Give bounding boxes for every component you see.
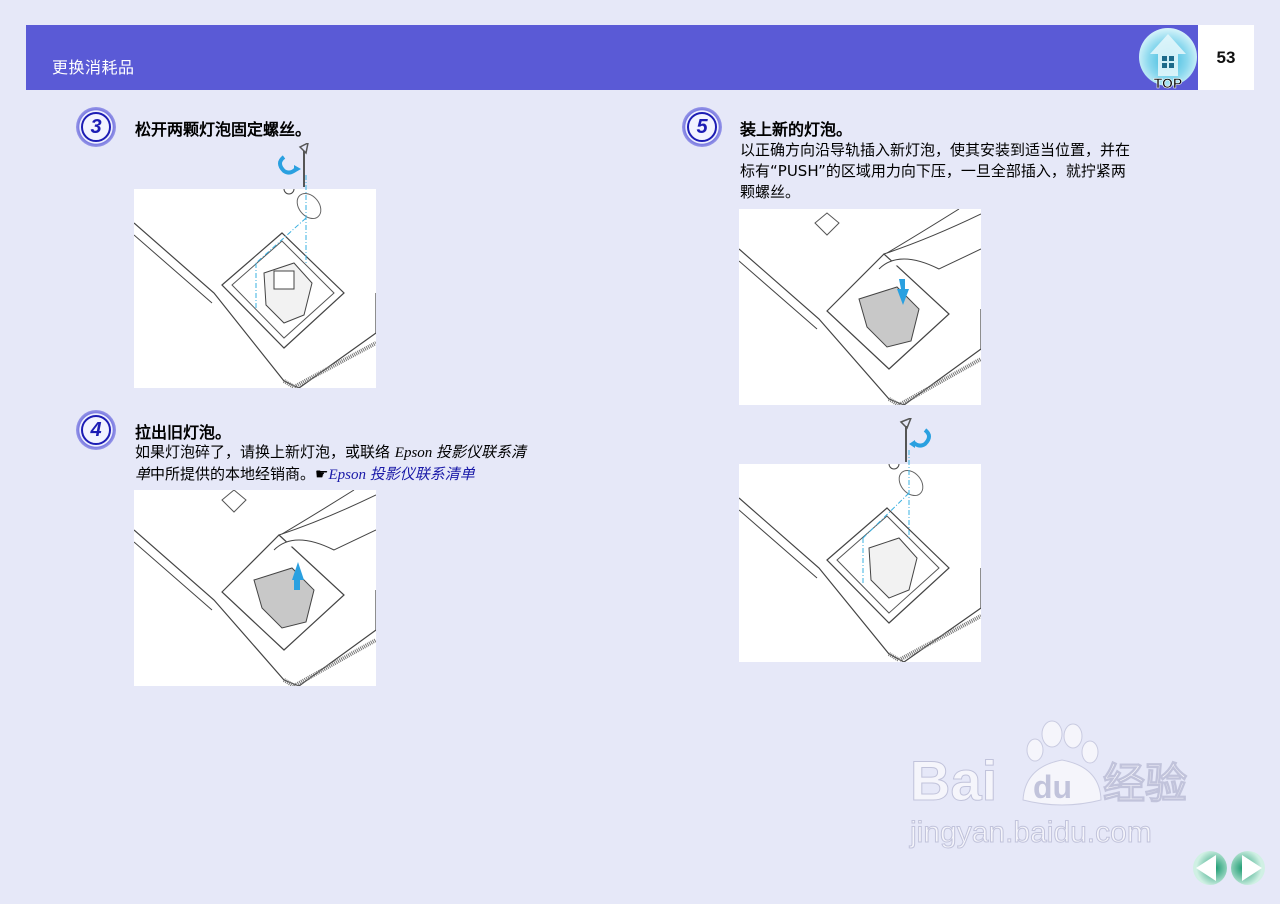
header-bar: 更换消耗品 xyxy=(26,25,1198,90)
illustration-pull-lamp xyxy=(134,490,376,686)
prev-page-button[interactable] xyxy=(1192,850,1228,886)
svg-text:Bai: Bai xyxy=(910,749,997,812)
page-number-text: 53 xyxy=(1216,47,1236,67)
page-number: 53 xyxy=(1198,25,1254,90)
step-4-number: 4 xyxy=(81,415,111,445)
pointing-hand-icon: ☛ xyxy=(315,465,329,483)
illustration-tighten-screws xyxy=(739,418,981,662)
step-5-line-3: 颗螺丝。 xyxy=(740,183,801,201)
next-arrow-icon xyxy=(1231,851,1265,885)
step-5-number: 5 xyxy=(687,112,717,142)
illustration-loosen-screws xyxy=(134,143,376,388)
step-4-italic-ref-end: 单 xyxy=(135,467,151,483)
next-page-button[interactable] xyxy=(1230,850,1266,886)
step-3-title: 松开两颗灯泡固定螺丝。 xyxy=(135,120,312,139)
step-4-title: 拉出旧灯泡。 xyxy=(135,423,232,442)
step-5-badge: 5 xyxy=(682,107,722,147)
step-4-badge: 4 xyxy=(76,410,116,450)
step-5-title: 装上新的灯泡。 xyxy=(740,120,853,139)
section-title: 更换消耗品 xyxy=(52,58,135,77)
epson-contact-list-link[interactable]: Epson 投影仪联系清单 xyxy=(328,467,475,483)
step-4-italic-ref: Epson 投影仪联系清 xyxy=(394,445,527,461)
step-5-line-2: 标有“PUSH”的区域用力向下压，一旦全部插入，就拧紧两 xyxy=(740,162,1126,180)
svg-text:经验: 经验 xyxy=(1103,759,1187,808)
step-4-description: 如果灯泡碎了，请换上新灯泡，或联络 Epson 投影仪联系清 单中所提供的本地经… xyxy=(135,442,625,486)
home-top-icon: TOP xyxy=(1139,28,1197,91)
svg-text:TOP: TOP xyxy=(1154,75,1183,90)
top-button[interactable]: TOP xyxy=(1138,26,1198,91)
step-3-number: 3 xyxy=(81,112,111,142)
step-4-text-end: 中所提供的本地经销商。 xyxy=(150,465,316,483)
prev-arrow-icon xyxy=(1193,851,1227,885)
step-5-description: 以正确方向沿导轨插入新灯泡，使其安装到适当位置，并在 标有“PUSH”的区域用力… xyxy=(740,140,1240,203)
step-5-line-1: 以正确方向沿导轨插入新灯泡，使其安装到适当位置，并在 xyxy=(740,141,1131,159)
step-4-text: 如果灯泡碎了，请换上新灯泡，或联络 xyxy=(135,443,395,461)
step-3-badge: 3 xyxy=(76,107,116,147)
illustration-insert-lamp xyxy=(739,209,981,405)
svg-text:du: du xyxy=(1033,769,1072,805)
svg-text:jingyan.baidu.com: jingyan.baidu.com xyxy=(909,816,1152,849)
baidu-jingyan-watermark: Bai du 经验 jingyan.baidu.com xyxy=(905,712,1205,862)
